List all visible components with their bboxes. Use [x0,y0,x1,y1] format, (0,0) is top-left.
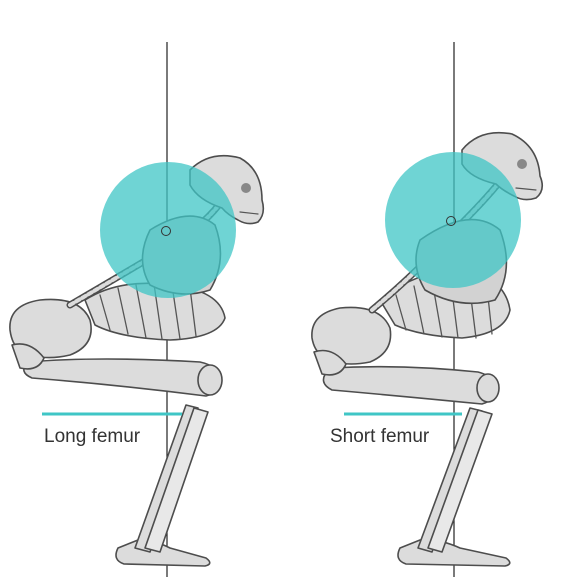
figure-long-femur: Long femur [9,42,265,577]
figure-label: Long femur [44,426,141,447]
figure-label: Short femur [330,426,430,447]
bar-center-marker [161,226,171,236]
bar-center-marker [446,216,456,226]
barbell-plate [100,162,236,298]
barbell-plate [385,152,521,288]
figure-short-femur: Short femur [311,42,544,577]
